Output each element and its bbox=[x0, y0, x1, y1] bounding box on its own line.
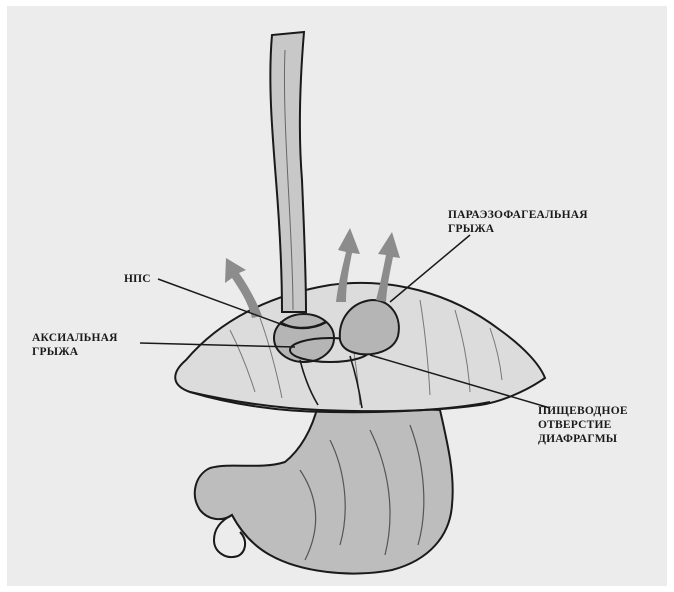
leader-paraesophageal bbox=[390, 235, 470, 302]
label-hiatus-line3: ДИАФРАГМЫ bbox=[538, 432, 628, 446]
label-axial-hernia: АКСИАЛЬНАЯ ГРЫЖА bbox=[32, 331, 118, 359]
label-axial-line2: ГРЫЖА bbox=[32, 345, 118, 359]
label-paraesophageal-line1: ПАРАЭЗОФАГЕАЛЬНАЯ bbox=[448, 208, 588, 222]
arrow-left bbox=[225, 258, 262, 318]
label-hiatus-line1: ПИЩЕВОДНОЕ bbox=[538, 404, 628, 418]
esophagus bbox=[270, 32, 306, 312]
label-npc: НПС bbox=[124, 272, 151, 286]
label-axial-line1: АКСИАЛЬНАЯ bbox=[32, 331, 118, 345]
stomach bbox=[195, 405, 453, 574]
label-paraesophageal-hernia: ПАРАЭЗОФАГЕАЛЬНАЯ ГРЫЖА bbox=[448, 208, 588, 236]
label-paraesophageal-line2: ГРЫЖА bbox=[448, 222, 588, 236]
label-hiatus: ПИЩЕВОДНОЕ ОТВЕРСТИЕ ДИАФРАГМЫ bbox=[538, 404, 628, 446]
label-hiatus-line2: ОТВЕРСТИЕ bbox=[538, 418, 628, 432]
